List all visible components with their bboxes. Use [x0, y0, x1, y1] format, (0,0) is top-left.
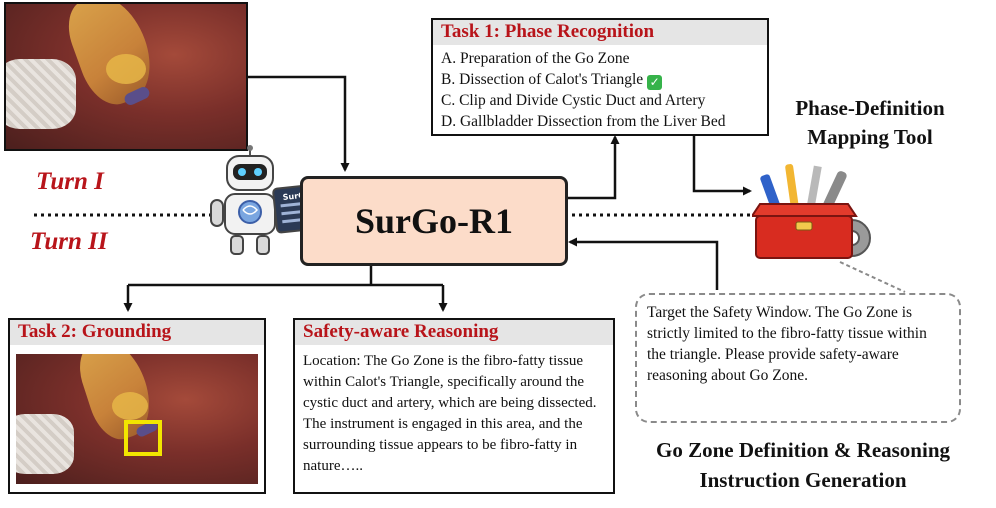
task1-option-a: A. Preparation of the Go Zone	[441, 50, 630, 67]
turn1-label: Turn I	[36, 168, 104, 195]
tool-title: Phase-Definition Mapping Tool	[770, 94, 970, 152]
task2-grounding-box: Task 2: Grounding	[8, 318, 266, 494]
instruction-caption: Go Zone Definition & Reasoning Instructi…	[628, 435, 978, 495]
arrow-task1-to-tool	[692, 133, 752, 196]
grounding-image	[16, 354, 258, 484]
reasoning-text: Location: The Go Zone is the fibro-fatty…	[303, 353, 597, 474]
task1-phase-recognition-box: Task 1: Phase Recognition A. Preparation…	[431, 18, 769, 136]
instruction-caption-line2: Instruction Generation	[699, 468, 907, 492]
model-name: SurGo-R1	[354, 201, 513, 241]
input-surgical-image	[4, 2, 248, 151]
task1-option-d: D. Gallbladder Dissection from the Liver…	[441, 113, 726, 130]
safety-reasoning-box: Safety-aware Reasoning Location: The Go …	[293, 318, 615, 494]
reasoning-title: Safety-aware Reasoning	[295, 320, 613, 345]
task1-option-c: C. Clip and Divide Cystic Duct and Arter…	[441, 92, 706, 109]
arrow-image-to-core	[246, 75, 350, 172]
tool-title-line1: Phase-Definition	[795, 96, 945, 120]
task1-option-b: B. Dissection of Calot's Triangle✓	[433, 69, 767, 90]
arrow-core-to-task1	[562, 135, 620, 200]
instruction-text: Target the Safety Window. The Go Zone is…	[647, 304, 927, 384]
check-icon: ✓	[647, 75, 663, 90]
turn2-label: Turn II	[30, 228, 108, 255]
task1-title: Task 1: Phase Recognition	[433, 20, 767, 45]
tool-title-line2: Mapping Tool	[807, 125, 933, 149]
instruction-bubble: Target the Safety Window. The Go Zone is…	[635, 293, 961, 423]
task2-title: Task 2: Grounding	[10, 320, 264, 345]
grounding-bounding-box	[124, 420, 162, 456]
surgo-r1-model-box: SurGo-R1	[300, 176, 568, 266]
toolbox-icon	[752, 164, 871, 259]
arrow-instruction-to-core	[568, 237, 719, 290]
bubble-tail	[839, 261, 906, 293]
instruction-caption-line1: Go Zone Definition & Reasoning	[655, 438, 951, 462]
